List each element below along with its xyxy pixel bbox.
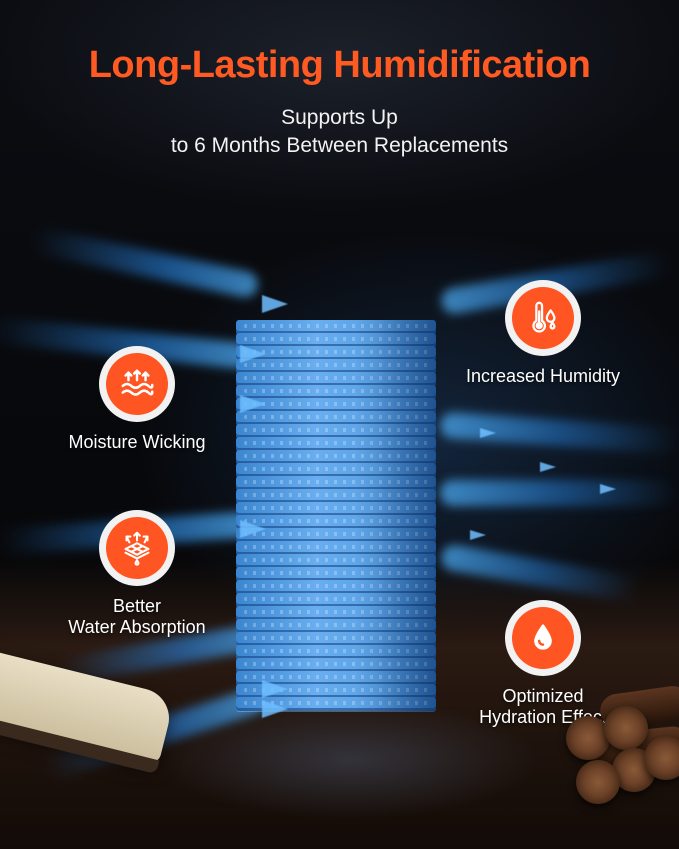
airflow-arrow-icon [480, 428, 496, 438]
feature-moisture-wicking: Moisture Wicking [42, 346, 232, 453]
pad-layer [236, 333, 436, 347]
pad-layer [236, 502, 436, 516]
pad-layer [236, 632, 436, 646]
airflow-stream [440, 480, 679, 506]
pad-layer [236, 346, 436, 360]
feature-better-absorption: Better Water Absorption [42, 510, 232, 638]
airflow-arrow-icon [262, 700, 288, 718]
pad-layer [236, 372, 436, 386]
layered-absorption-icon [124, 531, 150, 566]
feature-label: Better [112, 596, 162, 616]
feature-label: Optimized [502, 686, 584, 706]
pad-layer [236, 619, 436, 633]
airflow-stream [29, 226, 261, 300]
pad-layer [236, 541, 436, 555]
page-subtitle: Supports Up to 6 Months Between Replacem… [0, 104, 679, 160]
subtitle-line: to 6 Months Between Replacements [170, 134, 509, 157]
pad-layer [236, 359, 436, 373]
cigar-end [576, 760, 620, 804]
airflow-arrow-icon [262, 680, 288, 698]
pad-layer [236, 489, 436, 503]
feature-increased-humidity: Increased Humidity [448, 280, 638, 387]
pad-layer [236, 476, 436, 490]
airflow-arrow-icon [240, 520, 266, 538]
pad-layer [236, 450, 436, 464]
airflow-arrow-icon [600, 484, 616, 494]
subtitle-line: Supports Up [281, 106, 398, 129]
pad-layer [236, 424, 436, 438]
pad-layer [236, 580, 436, 594]
airflow-arrow-icon [262, 295, 288, 313]
pad-layer [236, 398, 436, 412]
thermometer-droplet-icon [532, 301, 556, 333]
page-title: Long-Lasting Humidification [88, 44, 591, 86]
pad-layer [236, 385, 436, 399]
pad-layer [236, 554, 436, 568]
pad-layer [236, 437, 436, 451]
feature-optimized-hydration: Optimized Hydration Effect [448, 600, 638, 728]
feature-label: Moisture Wicking [68, 432, 206, 452]
feature-label: Increased Humidity [465, 366, 621, 386]
pad-layer [236, 411, 436, 425]
pad-layer [236, 463, 436, 477]
cigar-end [566, 716, 610, 760]
pad-layer [236, 593, 436, 607]
humidifier-pad-stack [236, 320, 436, 712]
pad-layer [236, 567, 436, 581]
cigar-end [604, 706, 648, 750]
feature-label: Water Absorption [68, 617, 206, 637]
airflow-arrow-icon [470, 530, 486, 540]
pad-layer [236, 606, 436, 620]
pad-layer [236, 528, 436, 542]
feature-badge [505, 600, 581, 676]
airflow-arrow-icon [240, 345, 266, 363]
pad-layer [236, 515, 436, 529]
feature-badge [505, 280, 581, 356]
airflow-arrow-icon [240, 395, 266, 413]
feature-badge [99, 346, 175, 422]
pad-layer [236, 645, 436, 659]
pad-layer [236, 658, 436, 672]
water-drop-icon [534, 624, 552, 650]
feature-badge [99, 510, 175, 586]
moisture-wicking-icon [121, 369, 154, 396]
airflow-stream [439, 411, 679, 455]
pad-layer [236, 320, 436, 334]
airflow-arrow-icon [540, 462, 556, 472]
cigar-end [644, 736, 679, 780]
